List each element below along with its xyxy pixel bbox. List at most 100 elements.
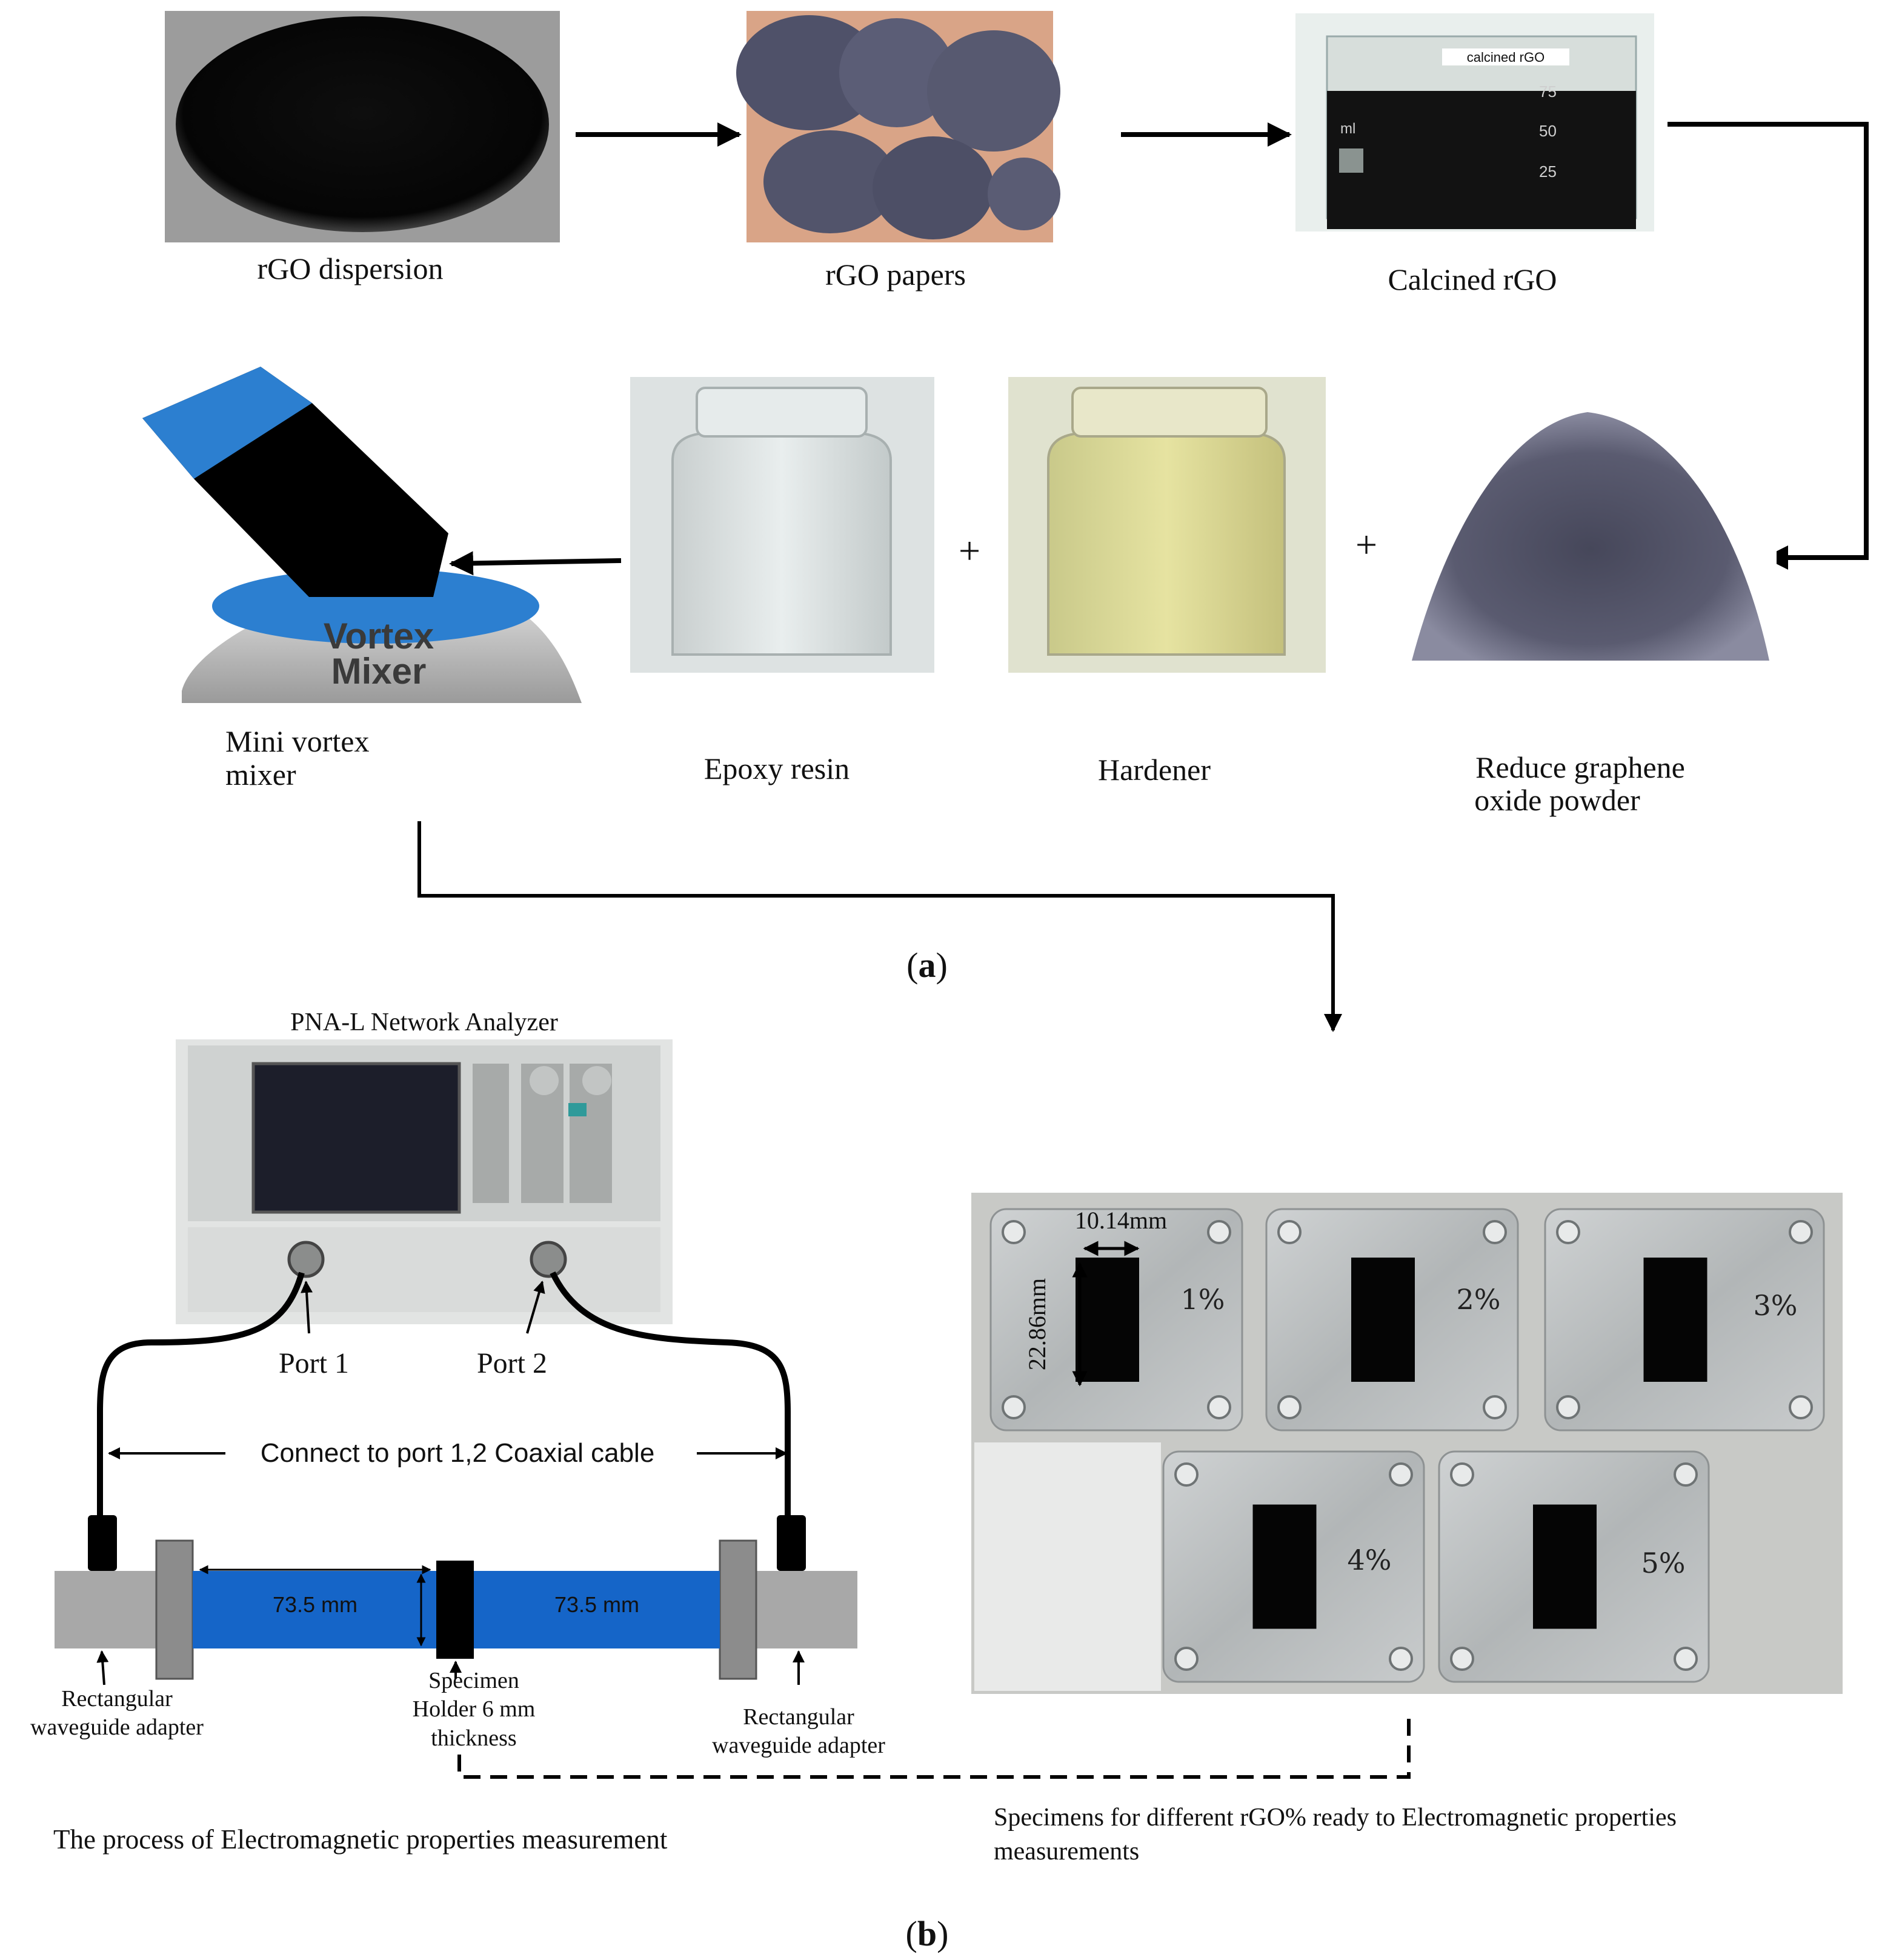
caption-b-letter: b	[917, 1914, 937, 1953]
port2-arrow	[526, 1281, 545, 1334]
specimen-window	[1076, 1258, 1139, 1382]
specimens-photo: 1% 2% 3% 4% 5%	[971, 1193, 1843, 1694]
caption-a-open: (	[906, 945, 918, 985]
port2-label: Port 2	[477, 1347, 547, 1379]
beaker-ml: ml	[1340, 121, 1355, 137]
plate-bolt-hole	[1002, 1220, 1026, 1244]
dashed-link-holder-to-specimens	[457, 1709, 1411, 1779]
plate-bolt-hole	[1789, 1395, 1813, 1419]
specimens-caption-line1: Specimens for different rGO% ready to El…	[994, 1804, 1677, 1832]
plate-bolt-hole	[1389, 1647, 1413, 1671]
label-rgo-powder-line2: oxide powder	[1474, 783, 1640, 817]
waveguide-right	[474, 1571, 720, 1648]
dim-height-label: 22.86mm	[1023, 1278, 1051, 1370]
adapter-left-arrow	[96, 1650, 109, 1685]
coaxial-cable-right	[550, 1271, 791, 1515]
plate-bolt-hole	[1483, 1220, 1507, 1244]
specimen-percent-label: 4%	[1348, 1544, 1392, 1576]
plate-bolt-hole	[1207, 1395, 1231, 1419]
dim-width-label: 10.14mm	[1075, 1207, 1167, 1234]
segment-right-label: 73.5 mm	[554, 1592, 639, 1617]
plate-bolt-hole	[1556, 1395, 1580, 1419]
caption-a: (a)	[906, 945, 948, 985]
plate-bolt-hole	[1174, 1647, 1199, 1671]
caption-b: (b)	[906, 1914, 949, 1953]
port1-connector	[287, 1241, 325, 1278]
plate-bolt-hole	[1674, 1647, 1698, 1671]
process-caption: The process of Electromagnetic propertie…	[53, 1824, 668, 1855]
specimen-window	[1643, 1258, 1707, 1382]
hardener-photo	[1008, 377, 1326, 673]
holder-label-line1: Specimen	[428, 1668, 519, 1693]
label-epoxy-resin: Epoxy resin	[704, 752, 850, 785]
waveguide-assembly	[55, 1515, 857, 1680]
label-rgo-powder-line1: Reduce graphene	[1475, 750, 1685, 784]
flange-right	[719, 1539, 757, 1680]
label-hardener: Hardener	[1098, 753, 1211, 787]
plus-sign-1: +	[959, 529, 980, 572]
holder-label-line2: Holder 6 mm	[413, 1696, 536, 1722]
plate-bolt-hole	[1674, 1462, 1698, 1487]
coax-connector-right	[777, 1515, 806, 1571]
analyzer-keypad	[473, 1064, 612, 1203]
adapter-left	[55, 1571, 158, 1648]
analyzer-title: PNA-L Network Analyzer	[290, 1008, 558, 1036]
beaker-tick-50: 50	[1539, 122, 1557, 140]
rgo-powder-photo	[1401, 379, 1777, 668]
label-calcined-rgo: Calcined rGO	[1388, 262, 1557, 296]
specimen-percent-label: 2%	[1457, 1283, 1501, 1316]
arrow-mixer-to-specimens	[417, 821, 1342, 1032]
plate-bolt-hole	[1789, 1220, 1813, 1244]
waveguide-left	[193, 1571, 436, 1648]
specimen-window	[1252, 1504, 1317, 1629]
arrow-calcined-to-powder	[1668, 122, 1869, 570]
beaker-tick-75: 75	[1539, 82, 1557, 101]
specimens-caption-line2: measurements	[994, 1838, 1139, 1865]
label-rgo-dispersion: rGO dispersion	[258, 252, 444, 285]
specimen-percent-label: 1%	[1181, 1283, 1225, 1316]
plate-bolt-hole	[1277, 1220, 1302, 1244]
caption-b-close: )	[937, 1914, 948, 1953]
port2-connector	[530, 1241, 567, 1278]
adapter-right	[754, 1571, 857, 1648]
caption-a-close: )	[936, 945, 948, 985]
plate-bolt-hole	[1207, 1220, 1231, 1244]
plate-bolt-hole	[1450, 1647, 1474, 1671]
beaker-label: calcined rGO	[1467, 50, 1545, 65]
plate-bolt-hole	[1483, 1395, 1507, 1419]
label-mini-vortex-line1: Mini vortex	[225, 724, 369, 758]
label-rgo-papers: rGO papers	[825, 258, 966, 292]
cable-label: Connect to port 1,2 Coaxial cable	[261, 1438, 655, 1468]
specimen-holder	[436, 1561, 474, 1659]
flange-left	[155, 1539, 194, 1680]
rgo-papers-photo	[736, 11, 1060, 242]
caption-a-letter: a	[919, 945, 936, 985]
plate-bolt-hole	[1389, 1462, 1413, 1487]
coax-connector-left	[88, 1515, 117, 1571]
vortex-text-line2: Mixer	[331, 651, 427, 692]
plate-bolt-hole	[1002, 1395, 1026, 1419]
adapter-right-label-line1: Rectangular	[743, 1704, 854, 1730]
vortex-mixer-illustration: Vortex Mixer	[142, 367, 582, 703]
port1-label: Port 1	[279, 1347, 349, 1379]
coaxial-cable-left	[97, 1272, 305, 1515]
specimen-percent-label: 5%	[1641, 1547, 1686, 1579]
holder-label-line3: thickness	[431, 1725, 516, 1751]
calcined-rgo-photo: calcined rGO 75 50 25 ml	[1295, 13, 1654, 232]
segment-left-label: 73.5 mm	[273, 1592, 357, 1617]
network-analyzer-photo	[165, 1003, 683, 1324]
label-mini-vortex-line2: mixer	[225, 758, 296, 792]
epoxy-resin-photo	[630, 377, 934, 673]
beaker-tick-25: 25	[1539, 162, 1557, 181]
rgo-dispersion-photo	[165, 11, 560, 242]
specimen-percent-label: 3%	[1754, 1289, 1798, 1322]
plate-bolt-hole	[1450, 1462, 1474, 1487]
specimen-window	[1351, 1258, 1415, 1382]
caption-b-open: (	[906, 1914, 917, 1953]
adapter-left-label-line1: Rectangular	[61, 1686, 173, 1712]
plate-bolt-hole	[1556, 1220, 1580, 1244]
specimen-plates: 1% 2% 3% 4% 5%	[989, 1208, 1825, 1683]
plus-sign-2: +	[1355, 523, 1377, 566]
plate-bolt-hole	[1277, 1395, 1302, 1419]
